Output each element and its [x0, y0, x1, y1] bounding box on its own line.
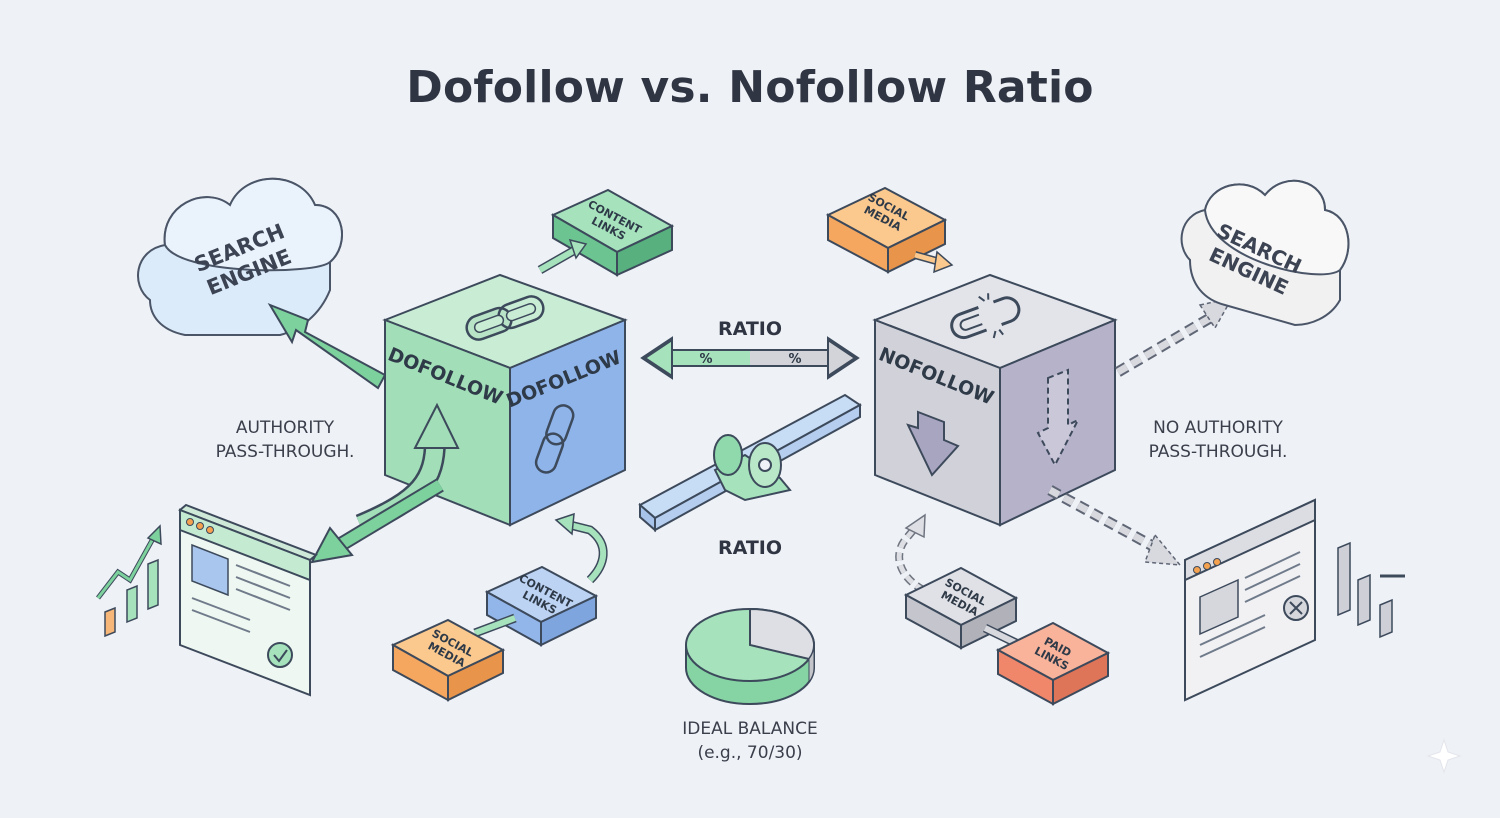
search-engine-cloud-right: SEARCH ENGINE	[1180, 179, 1350, 327]
declining-chart-icon	[1337, 541, 1405, 639]
chain-link-icon-top	[465, 295, 545, 341]
website-window-left	[178, 503, 318, 697]
ideal-balance-line-1: IDEAL BALANCE	[682, 719, 818, 739]
ratio-top-label: RATIO	[717, 318, 783, 340]
page-title: Dofollow vs. Nofollow Ratio	[406, 62, 1094, 113]
chain-link-icon-side	[534, 404, 575, 474]
ideal-balance-line-2: (e.g., 70/30)	[697, 743, 803, 763]
ratio-pct-left: %	[699, 352, 712, 367]
dofollow-cube: DOFOLLOW DOFOLLOW	[355, 273, 628, 536]
authority-caption-line-2: PASS-THROUGH.	[215, 442, 355, 462]
nofollow-cube: NOFOLLOW	[872, 273, 1118, 527]
arrow-to-website-left	[310, 478, 444, 564]
broken-chain-icon	[950, 293, 1021, 340]
social-media-box-top-right: SOCIAL MEDIA	[825, 186, 948, 274]
checkmark-icon	[267, 642, 293, 668]
search-engine-cloud-left: SEARCH ENGINE	[137, 177, 343, 336]
paid-links-box: PAID LINKS	[995, 621, 1111, 706]
dashed-arrow-to-website-right	[1047, 485, 1182, 566]
ratio-pct-right: %	[788, 352, 801, 367]
authority-caption: AUTHORITY PASS-THROUGH.	[195, 416, 375, 464]
social-media-box-bottom-right: SOCIAL MEDIA	[903, 566, 1019, 650]
content-links-box-bottom: CONTENT LINKS	[484, 565, 599, 647]
authority-caption-line-1: AUTHORITY	[235, 418, 335, 438]
seesaw-balance	[638, 393, 862, 533]
growth-chart-icon	[96, 524, 162, 638]
ideal-balance-caption: IDEAL BALANCE (e.g., 70/30)	[640, 717, 860, 765]
ratio-double-arrow: % %	[640, 336, 860, 380]
no-authority-caption-line-2: PASS-THROUGH.	[1148, 442, 1288, 462]
sparkle-icon	[1426, 738, 1462, 774]
social-media-box-left: SOCIAL MEDIA	[390, 618, 506, 702]
ratio-bottom-label: RATIO	[717, 537, 783, 559]
arrow-to-search-engine-left	[267, 302, 387, 390]
no-authority-caption: NO AUTHORITY PASS-THROUGH.	[1123, 416, 1313, 464]
content-links-box-top: CONTENT LINKS	[550, 188, 675, 277]
website-window-right	[1184, 498, 1316, 702]
pie-chart-ideal-balance	[685, 607, 816, 705]
dashed-arrow-to-search-engine-right	[1115, 296, 1234, 377]
no-authority-caption-line-1: NO AUTHORITY	[1153, 418, 1283, 438]
